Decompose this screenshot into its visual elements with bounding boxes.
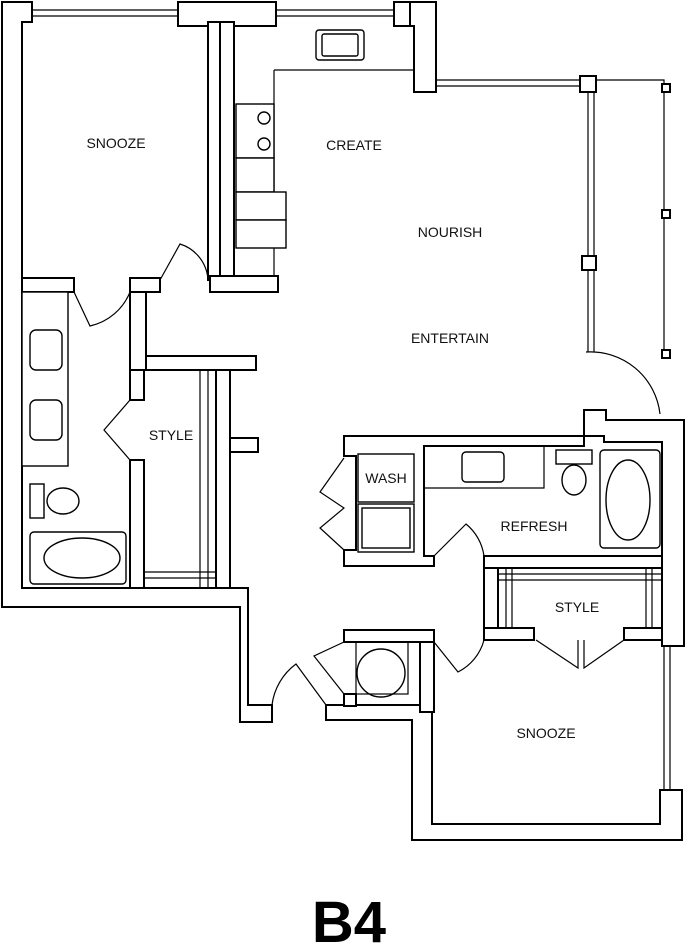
- label-wash: WASH: [365, 470, 406, 486]
- label-snooze-1: SNOOZE: [86, 135, 145, 151]
- doors: [73, 243, 661, 706]
- label-entertain: ENTERTAIN: [411, 330, 489, 346]
- label-refresh: REFRESH: [501, 518, 568, 534]
- label-create: CREATE: [326, 137, 382, 153]
- label-style-1: STYLE: [149, 427, 193, 443]
- label-snooze-2: SNOOZE: [516, 725, 575, 741]
- outer-walls: [1, 1, 685, 841]
- unit-label: B4: [312, 890, 386, 945]
- room-labels: SNOOZE CREATE NOURISH ENTERTAIN STYLE WA…: [86, 135, 599, 741]
- label-style-2: STYLE: [555, 599, 599, 615]
- fixtures: [21, 29, 662, 698]
- label-nourish: NOURISH: [418, 224, 483, 240]
